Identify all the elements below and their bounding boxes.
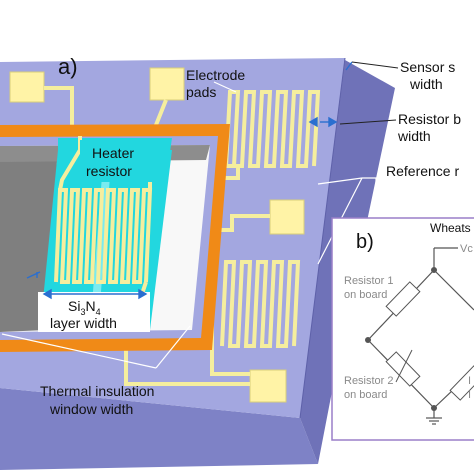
heater-resistor-label-line2: resistor xyxy=(86,163,132,179)
electrode-pad xyxy=(269,199,305,235)
resistor-width-label-line2: width xyxy=(397,128,431,144)
electrode-pads-label-line1: Electrode xyxy=(186,67,245,83)
thermal-window-label-line2: window width xyxy=(49,401,133,417)
resistor-width-label-line1: Resistor b xyxy=(398,111,461,127)
sensor-width-label-line2: width xyxy=(409,76,443,92)
ground-symbol xyxy=(426,417,442,425)
panel-b-box xyxy=(331,217,474,441)
electrode-pad xyxy=(249,369,287,403)
sensor-width-label-line1: Sensor s xyxy=(400,59,455,75)
wheatstone-title: Wheats xyxy=(430,221,471,235)
bridge-node-top xyxy=(431,267,437,273)
resistor-1-symbol xyxy=(385,281,421,317)
heater-resistor-label-line1: Heater xyxy=(92,145,134,161)
reference-label: Reference r xyxy=(386,163,459,179)
reference-resistor-bottom xyxy=(220,260,301,348)
right-resistor-label-partial-1: I xyxy=(468,375,471,387)
electrode-pads-label-line2: pads xyxy=(186,84,216,100)
dimension-arrows xyxy=(26,61,353,300)
electrode-pad xyxy=(149,67,185,101)
right-resistor-label-partial-2: I xyxy=(468,389,471,401)
reference-resistor-top xyxy=(224,90,321,168)
si3n4-label-line1: Si3N4 xyxy=(68,298,101,317)
electrode-pads xyxy=(9,67,305,403)
window-shadow-left xyxy=(0,146,58,332)
thermal-window-label-line1: Thermal insulation xyxy=(40,383,154,399)
resistor-2-label-line1: Resistor 2 xyxy=(344,375,394,387)
electrode-pad xyxy=(9,71,45,103)
resistor-right-symbol xyxy=(449,365,474,401)
heater-label-box xyxy=(80,140,152,182)
resistor-2-label-line2: on board xyxy=(344,389,387,401)
vcc-label: Vc xyxy=(460,243,473,255)
sensor-width-arrow xyxy=(345,61,353,71)
resistor-1-label-line1: Resistor 1 xyxy=(344,275,394,287)
si3n4-label-line2: layer width xyxy=(50,315,117,331)
panel-b-tag: b) xyxy=(356,231,374,253)
bridge-node-left xyxy=(365,337,371,343)
chip-front-face xyxy=(0,388,318,470)
resistor-1-label-line2: on board xyxy=(344,289,387,301)
si3n4-label-box xyxy=(38,292,150,332)
bridge-node-bottom xyxy=(431,405,437,411)
panel-a-tag: a) xyxy=(58,54,78,79)
panel-b: b) Wheats Vc Resistor 1 on board Resisto… xyxy=(331,217,474,441)
resistor-2-variable-mark xyxy=(395,349,413,383)
